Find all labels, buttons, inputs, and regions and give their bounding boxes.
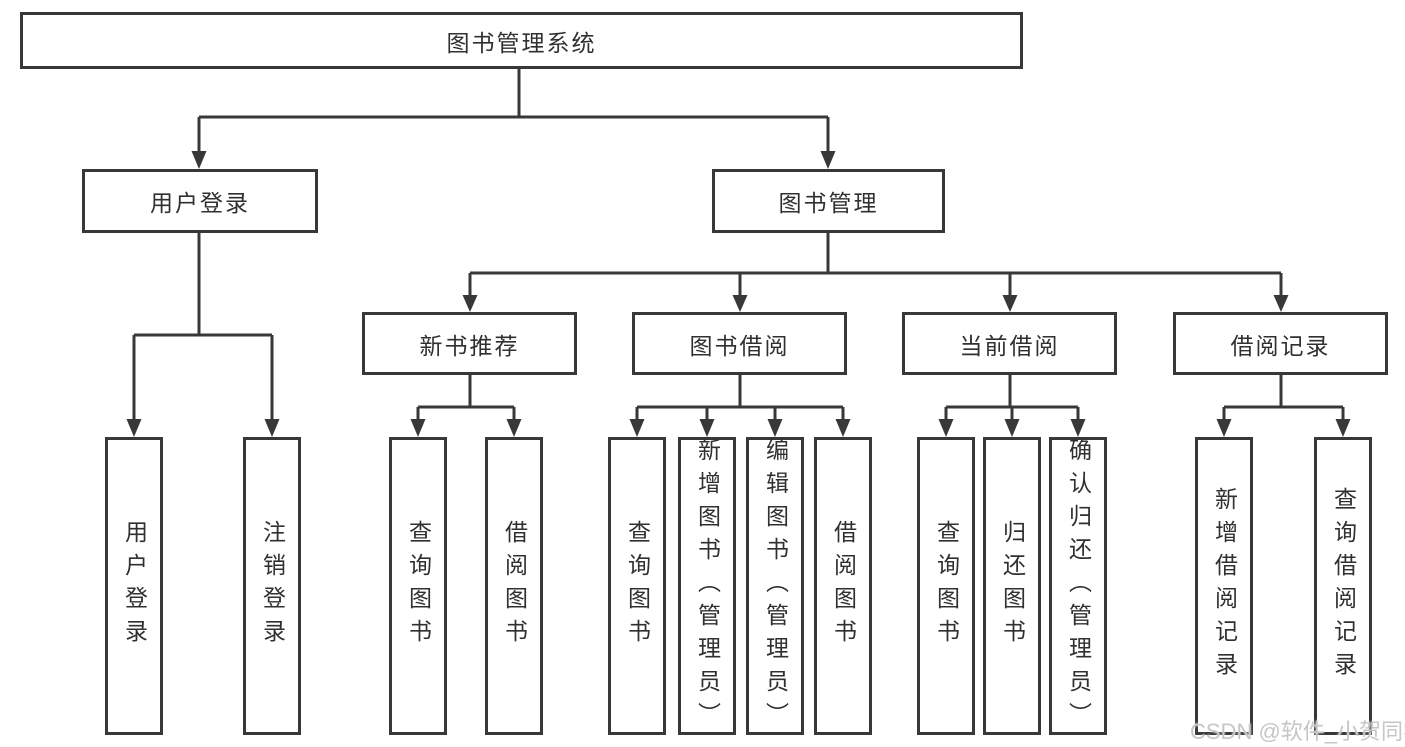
node-label: 图书管理: [778, 190, 879, 216]
node-borrowing-records: 借阅记录: [1173, 312, 1388, 375]
leaf-query-borrow-record: 查询借阅记录: [1314, 437, 1372, 735]
node-library-system: 图书管理系统: [20, 12, 1023, 69]
leaf-label: 新增图书（管理员）: [694, 437, 721, 735]
leaf-return-books: 归还图书: [983, 437, 1041, 735]
leaf-label: 确认归还（管理员）: [1065, 437, 1092, 735]
leaf-label: 查询图书: [933, 520, 960, 652]
node-label: 新书推荐: [419, 332, 520, 359]
node-user-login: 用户登录: [82, 169, 318, 233]
arrowhead-icons: [126, 151, 1351, 437]
node-label: 借阅记录: [1230, 332, 1331, 359]
node-book-borrowing: 图书借阅: [632, 312, 847, 375]
node-label: 用户登录: [150, 190, 250, 216]
leaf-add-borrow-record: 新增借阅记录: [1195, 437, 1253, 735]
leaf-borrow-books-borrowing: 借阅图书: [814, 437, 872, 735]
leaf-label: 归还图书: [999, 520, 1026, 652]
leaf-user-login: 用户登录: [105, 437, 163, 735]
leaf-label: 查询图书: [405, 520, 432, 652]
leaf-label: 编辑图书（管理员）: [762, 437, 789, 735]
tree-edges: [132, 68, 1345, 420]
watermark-text: CSDN @软件_小贺同学: [1190, 719, 1405, 744]
node-new-book-recommendation: 新书推荐: [362, 312, 577, 375]
leaf-label: 用户登录: [121, 520, 148, 652]
node-label: 图书借阅: [689, 332, 790, 359]
leaf-query-books-current: 查询图书: [917, 437, 975, 735]
leaf-label: 借阅图书: [501, 520, 528, 652]
node-current-borrowing: 当前借阅: [902, 312, 1117, 375]
leaf-label: 新增借阅记录: [1211, 487, 1238, 685]
leaf-query-books-recommend: 查询图书: [389, 437, 447, 735]
leaf-add-books-admin: 新增图书（管理员）: [678, 437, 736, 735]
leaf-logout: 注销登录: [243, 437, 301, 735]
leaf-borrow-books-recommend: 借阅图书: [485, 437, 543, 735]
leaf-query-books-borrowing: 查询图书: [608, 437, 666, 735]
leaf-edit-books-admin: 编辑图书（管理员）: [746, 437, 804, 735]
node-label: 当前借阅: [959, 332, 1060, 359]
leaf-label: 借阅图书: [830, 520, 857, 652]
node-book-management: 图书管理: [712, 169, 945, 233]
leaf-label: 注销登录: [259, 520, 286, 652]
leaf-label: 查询图书: [624, 520, 651, 652]
leaf-label: 查询借阅记录: [1330, 487, 1357, 685]
node-label: 图书管理系统: [446, 29, 597, 56]
leaf-confirm-return-admin: 确认归还（管理员）: [1049, 437, 1107, 735]
